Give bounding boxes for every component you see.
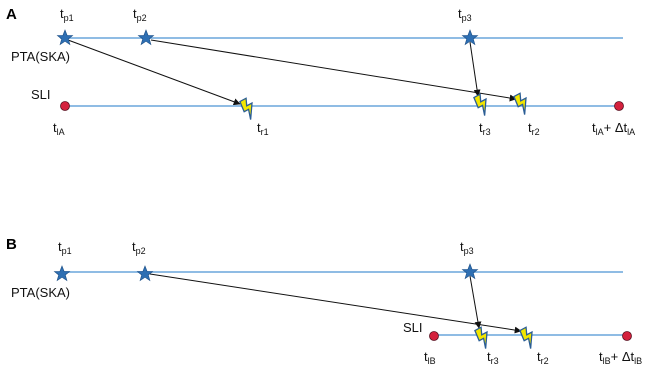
pulsar-star-b-p1 [53, 265, 71, 281]
panel-b: B tp1 tp2 tp3 PTA(SKA) SLI [6, 236, 642, 366]
arrow-a-p2-r2 [150, 39, 517, 102]
burst-bolt-b-r2 [518, 325, 540, 351]
label-b-tstart: tlB [424, 349, 436, 366]
label-b-tp1: tp1 [58, 239, 72, 256]
label-b-pta: PTA(SKA) [11, 285, 70, 300]
label-a-tend: tlA+ ΔtlA [592, 120, 635, 137]
pulsar-star-a-p1 [56, 29, 74, 45]
pulsar-star-b-p2 [136, 265, 154, 281]
sli-end-dot-b [622, 331, 632, 341]
label-b-tr3: tr3 [487, 349, 499, 366]
arrow-b-p3-r3 [469, 275, 482, 329]
arrow-b-p2-r2 [149, 273, 522, 334]
pulsar-star-a-p2 [137, 29, 155, 45]
label-a-sli: SLI [31, 87, 51, 102]
label-a-tr2: tr2 [528, 120, 540, 137]
label-b-sli: SLI [403, 320, 423, 335]
label-a-tr1: tr1 [257, 120, 269, 137]
label-a-tp2: tp2 [133, 6, 147, 23]
burst-bolt-a-r3 [472, 92, 494, 118]
arrow-a-p3-r3 [469, 41, 481, 97]
sli-start-dot-a [60, 101, 70, 111]
label-b-tr2: tr2 [537, 349, 549, 366]
burst-bolt-a-r2 [512, 91, 534, 117]
arrow-a-p1-r1 [67, 39, 241, 106]
burst-bolt-a-r1 [238, 96, 260, 122]
label-a-tstart: tlA [53, 120, 65, 137]
panel-a: A tp1 tp2 tp3 PT [6, 6, 635, 137]
label-a-pta: PTA(SKA) [11, 49, 70, 64]
sli-end-dot-a [614, 101, 624, 111]
label-a-tp1: tp1 [60, 6, 74, 23]
panel-a-letter: A [6, 6, 17, 23]
panel-b-letter: B [6, 236, 17, 253]
label-a-tp3: tp3 [458, 6, 472, 23]
burst-bolt-b-r3 [473, 325, 495, 351]
sli-start-dot-b [429, 331, 439, 341]
label-a-tr3: tr3 [479, 120, 491, 137]
label-b-tend: tlB+ ΔtlB [599, 349, 642, 366]
label-b-tp2: tp2 [132, 239, 146, 256]
label-b-tp3: tp3 [460, 239, 474, 256]
